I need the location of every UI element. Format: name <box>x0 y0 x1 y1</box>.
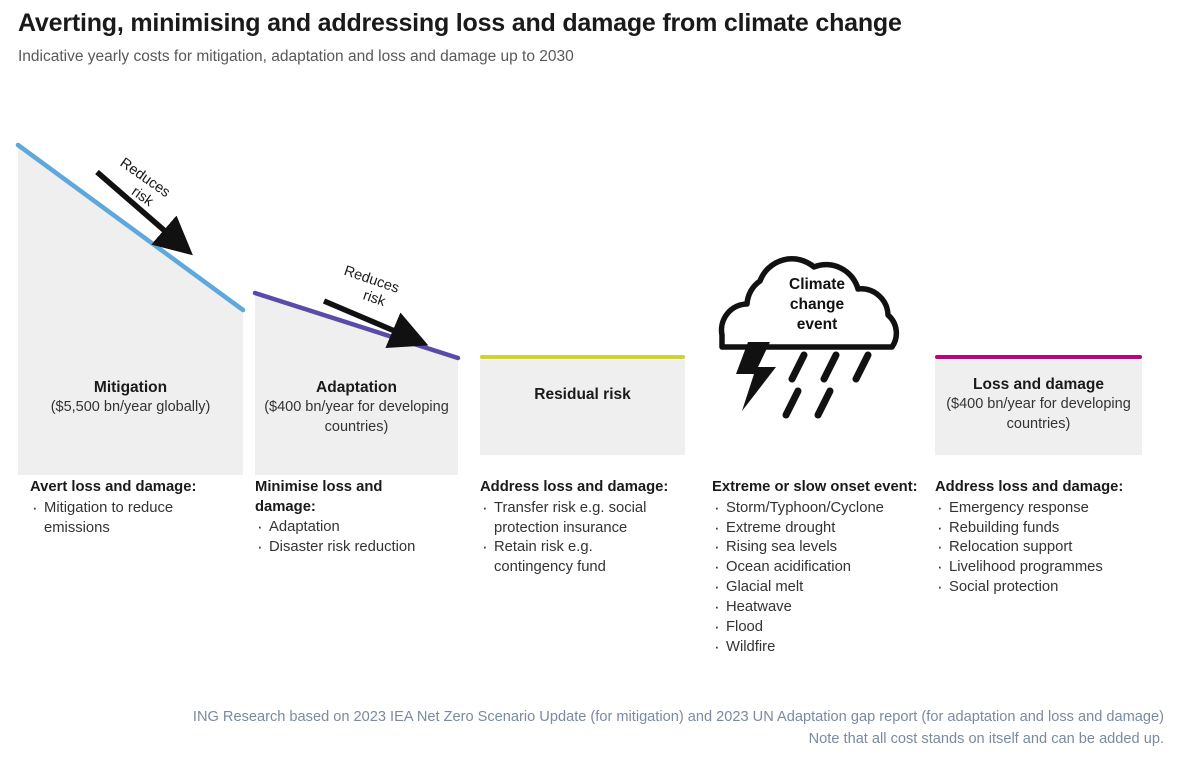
residual-risk-accent-rule <box>480 355 685 359</box>
residual-risk-panel <box>480 360 685 455</box>
bullet-list-adaptation: Adaptation Disaster risk reduction <box>255 516 445 559</box>
footer-line-2: Note that all cost stands on itself and … <box>808 731 1164 748</box>
list-block-adaptation: Minimise loss and damage: Adaptation Dis… <box>255 478 445 559</box>
mitigation-title: Mitigation <box>93 379 168 396</box>
list-item: Flood <box>712 616 927 639</box>
list-block-mitigation: Avert loss and damage: Mitigation to red… <box>30 478 235 538</box>
cloud-line2: change <box>789 295 845 313</box>
list-item: Livelihood programmes <box>935 556 1160 579</box>
loss-and-damage-title: Loss and damage <box>973 376 1104 393</box>
list-item: Adaptation <box>255 516 445 539</box>
mitigation-wedge-shape <box>15 142 246 475</box>
list-item: Mitigation to reduce emissions <box>30 497 235 539</box>
mitigation-panel-label: Mitigation ($5,500 bn/year globally) <box>18 378 243 418</box>
list-block-loss-and-damage: Address loss and damage: Emergency respo… <box>935 478 1160 599</box>
list-item: Disaster risk reduction <box>255 536 445 559</box>
list-item: Rebuilding funds <box>935 517 1160 540</box>
list-head-climate-change-event: Extreme or slow onset event: <box>712 479 918 495</box>
residual-risk-panel-label: Residual risk <box>480 385 685 405</box>
list-item: Retain risk e.g. contingency fund <box>480 536 675 578</box>
down-right-arrow-icon <box>95 169 193 256</box>
list-head-loss-and-damage: Address loss and damage: <box>935 479 1124 495</box>
list-item: Relocation support <box>935 536 1160 559</box>
list-item: Transfer risk e.g. social protection ins… <box>480 497 675 539</box>
list-item: Storm/Typhoon/Cyclone <box>712 497 927 520</box>
adaptation-panel-label: Adaptation ($400 bn/year for developing … <box>255 378 458 437</box>
list-item: Wildfire <box>712 636 927 659</box>
cloud-line1: Climate <box>789 276 845 293</box>
footer-line-1: ING Research based on 2023 IEA Net Zero … <box>192 709 1164 725</box>
adaptation-subtitle: ($400 bn/year for developing countries) <box>264 399 449 435</box>
bullet-list-residual-risk: Transfer risk e.g. social protection ins… <box>480 497 675 579</box>
loss-and-damage-accent-rule <box>935 355 1142 359</box>
list-head-mitigation: Avert loss and damage: <box>30 479 197 495</box>
page-title: Averting, minimising and addressing loss… <box>18 9 902 37</box>
diagram-canvas: Mitigation ($5,500 bn/year globally) Red… <box>0 120 1182 680</box>
cloud-label: Climate change event <box>752 275 882 334</box>
page-subtitle: Indicative yearly costs for mitigation, … <box>18 48 574 65</box>
list-item: Heatwave <box>712 596 927 619</box>
list-item: Social protection <box>935 576 1160 599</box>
list-item: Rising sea levels <box>712 536 927 559</box>
residual-risk-title: Residual risk <box>534 386 631 403</box>
list-head-residual-risk: Address loss and damage: <box>480 479 669 495</box>
header: Averting, minimising and addressing loss… <box>18 8 1158 66</box>
adaptation-title: Adaptation <box>316 379 397 396</box>
list-head-adaptation: Minimise loss and damage: <box>255 479 383 515</box>
loss-and-damage-subtitle: ($400 bn/year for developing countries) <box>946 396 1131 432</box>
down-right-arrow-icon <box>322 298 429 348</box>
rain-dashes-icon <box>782 351 872 419</box>
list-block-climate-change-event: Extreme or slow onset event: Storm/Typho… <box>712 478 927 659</box>
list-block-residual-risk: Address loss and damage: Transfer risk e… <box>480 478 675 578</box>
list-item: Extreme drought <box>712 517 927 540</box>
bullet-list-loss-and-damage: Emergency response Rebuilding funds Relo… <box>935 497 1160 599</box>
lightning-bolt-icon <box>736 342 776 411</box>
bullet-list-mitigation: Mitigation to reduce emissions <box>30 497 235 539</box>
storm-cloud-icon <box>718 256 900 419</box>
mitigation-subtitle: ($5,500 bn/year globally) <box>50 399 211 416</box>
cloud-line3: event <box>796 315 838 333</box>
list-item: Glacial melt <box>712 576 927 599</box>
footer-source-note: ING Research based on 2023 IEA Net Zero … <box>18 706 1164 750</box>
loss-and-damage-panel-label: Loss and damage ($400 bn/year for develo… <box>935 375 1142 434</box>
climate-change-event-illustration: Climate change event <box>700 245 930 445</box>
list-item: Ocean acidification <box>712 556 927 579</box>
loss-and-damage-panel <box>935 360 1142 455</box>
bullet-list-climate-change-event: Storm/Typhoon/Cyclone Extreme drought Ri… <box>712 497 927 659</box>
list-item: Emergency response <box>935 497 1160 520</box>
